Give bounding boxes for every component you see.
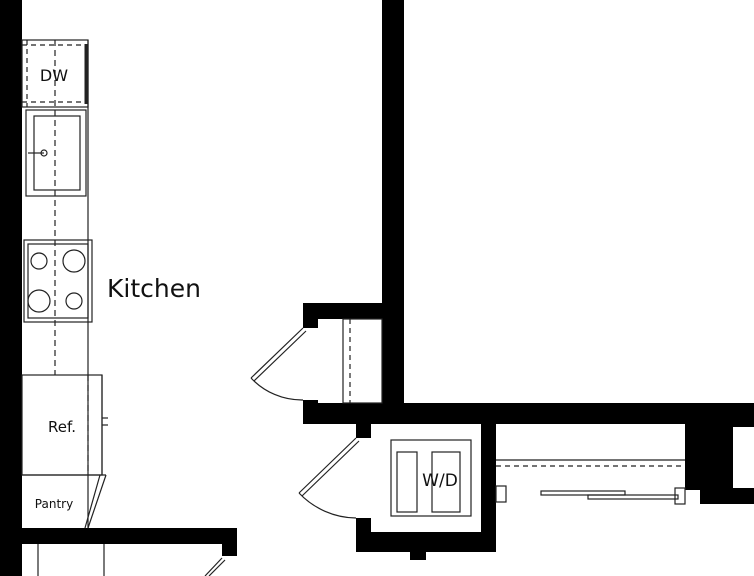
washer-dryer-outline (390, 439, 472, 517)
laundry-door (298, 437, 360, 519)
left-exterior-wall (0, 0, 22, 576)
pantry (22, 474, 107, 529)
range-inner (27, 243, 89, 319)
laundry-top-wall (303, 403, 754, 424)
burner-icon (62, 249, 86, 273)
laundry-right-wall (481, 420, 496, 552)
burner-icon (30, 252, 48, 270)
right-room-fixtures (495, 459, 686, 505)
sink (25, 109, 87, 197)
bottom-left-wall (22, 528, 237, 544)
washer-dryer-label: W/D (422, 471, 458, 491)
washer-dryer (390, 439, 472, 517)
bottom-room (37, 544, 226, 576)
range (23, 239, 93, 323)
kitchen-right-wall (382, 0, 404, 420)
sliding-door-panel (587, 494, 679, 500)
dishwasher (21, 39, 89, 108)
sink-counter (25, 109, 87, 197)
right-room-pillar (685, 420, 733, 490)
dishwasher-label: DW (40, 66, 68, 85)
kitchen-counter (54, 40, 89, 528)
range-outline (23, 239, 93, 323)
closet-shelf (342, 318, 383, 404)
kitchen-label: Kitchen (107, 274, 201, 303)
burner-icon (65, 292, 83, 310)
dishwasher-outline (21, 39, 89, 108)
bottom-left-jamb (222, 528, 237, 556)
laundry-bottom-stub (410, 548, 426, 560)
door-leaf (298, 437, 357, 494)
laundry-bottom-wall (356, 532, 496, 552)
laundry-left-jamb-top (356, 420, 371, 438)
burner-icon (27, 289, 51, 313)
closet-jamb-top (303, 303, 318, 328)
closet-top-wall (303, 303, 382, 319)
refrigerator-label: Ref. (48, 418, 76, 436)
door-leaf (250, 327, 304, 379)
pantry-label: Pantry (35, 497, 73, 511)
door-swing-arc (298, 492, 357, 519)
door-swing-arc (250, 377, 304, 401)
closet-door (250, 318, 383, 404)
laundry-top-wall-right (733, 403, 754, 427)
right-room-stub (700, 488, 754, 504)
sliding-door-panel (540, 490, 626, 496)
